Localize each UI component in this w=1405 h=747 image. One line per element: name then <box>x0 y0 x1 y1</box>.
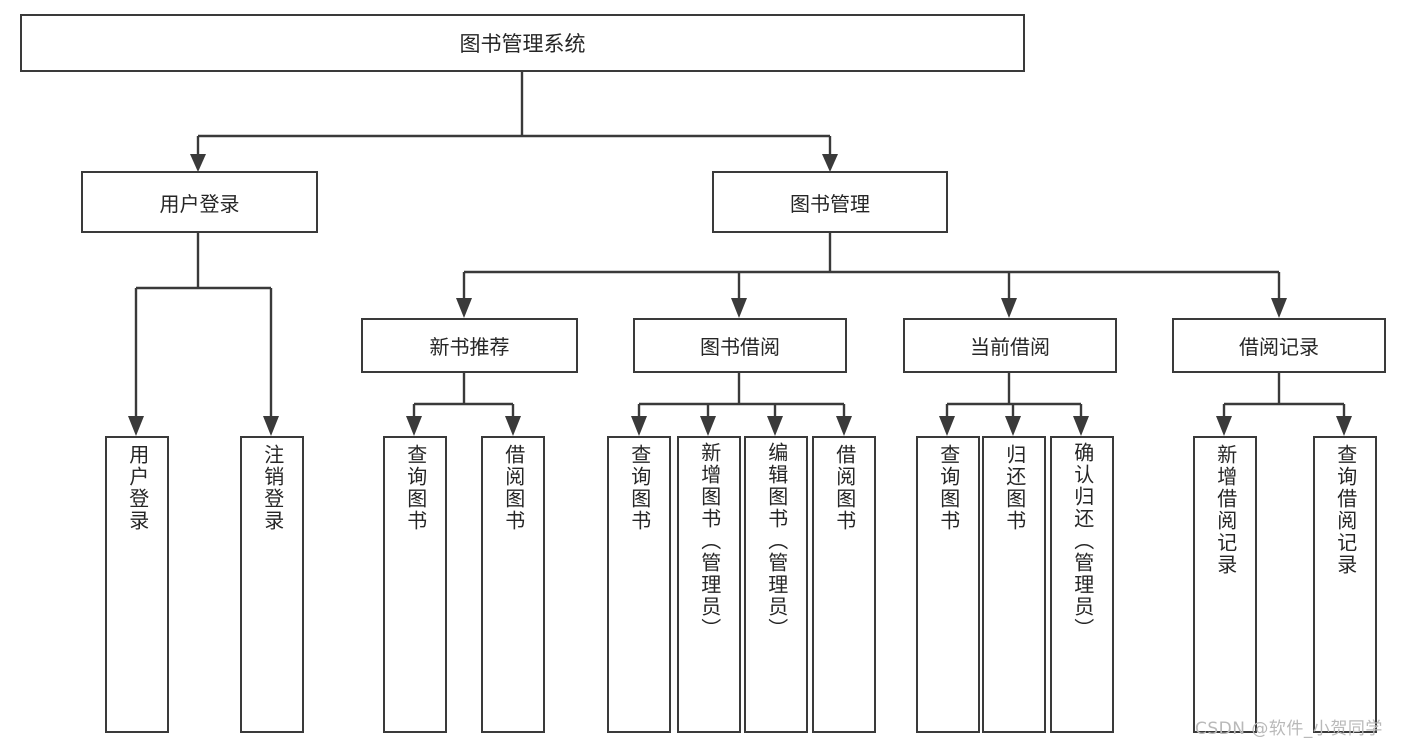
leaf-label: 编辑图书（管理员） <box>764 442 789 640</box>
leaf-search-borrow-record[interactable]: 查询借阅记录 <box>1313 436 1377 733</box>
leaf-return-book[interactable]: 归还图书 <box>982 436 1046 733</box>
leaf-label: 新增图书（管理员） <box>697 442 722 640</box>
node-borrow-records[interactable]: 借阅记录 <box>1172 318 1386 373</box>
node-current-borrow[interactable]: 当前借阅 <box>903 318 1117 373</box>
leaf-label: 新增借阅记录 <box>1213 444 1238 576</box>
leaf-user-login[interactable]: 用户登录 <box>105 436 169 733</box>
leaf-add-borrow-record[interactable]: 新增借阅记录 <box>1193 436 1257 733</box>
node-label: 用户登录 <box>159 191 240 216</box>
leaf-confirm-return-admin[interactable]: 确认归还（管理员） <box>1050 436 1114 733</box>
leaf-borrow-book-recommend[interactable]: 借阅图书 <box>481 436 545 733</box>
node-root-system[interactable]: 图书管理系统 <box>20 14 1025 72</box>
leaf-label: 归还图书 <box>1002 444 1027 532</box>
node-label: 当前借阅 <box>970 335 1050 359</box>
leaf-borrow-book[interactable]: 借阅图书 <box>812 436 876 733</box>
node-label: 新书推荐 <box>429 335 510 359</box>
leaf-edit-book-admin[interactable]: 编辑图书（管理员） <box>744 436 808 733</box>
node-label: 借阅记录 <box>1239 335 1319 359</box>
node-book-borrow[interactable]: 图书借阅 <box>633 318 847 373</box>
leaf-label: 查询图书 <box>936 444 961 532</box>
leaf-search-book-current[interactable]: 查询图书 <box>916 436 980 733</box>
leaf-label: 借阅图书 <box>832 444 857 532</box>
leaf-add-book-admin[interactable]: 新增图书（管理员） <box>677 436 741 733</box>
leaf-search-book-borrow[interactable]: 查询图书 <box>607 436 671 733</box>
node-book-management[interactable]: 图书管理 <box>712 171 948 233</box>
leaf-search-book-recommend[interactable]: 查询图书 <box>383 436 447 733</box>
leaf-label: 注销登录 <box>260 444 285 532</box>
leaf-label: 确认归还（管理员） <box>1070 442 1095 640</box>
node-label: 图书管理 <box>790 191 870 216</box>
node-user-login[interactable]: 用户登录 <box>81 171 318 233</box>
leaf-label: 借阅图书 <box>501 444 526 532</box>
node-new-book-recommend[interactable]: 新书推荐 <box>361 318 578 373</box>
leaf-label: 用户登录 <box>125 444 150 532</box>
node-label: 图书借阅 <box>700 335 780 359</box>
node-label: 图书管理系统 <box>459 32 586 56</box>
leaf-label: 查询借阅记录 <box>1333 444 1358 576</box>
leaf-logout[interactable]: 注销登录 <box>240 436 304 733</box>
leaf-label: 查询图书 <box>627 444 652 532</box>
leaf-label: 查询图书 <box>403 444 428 532</box>
